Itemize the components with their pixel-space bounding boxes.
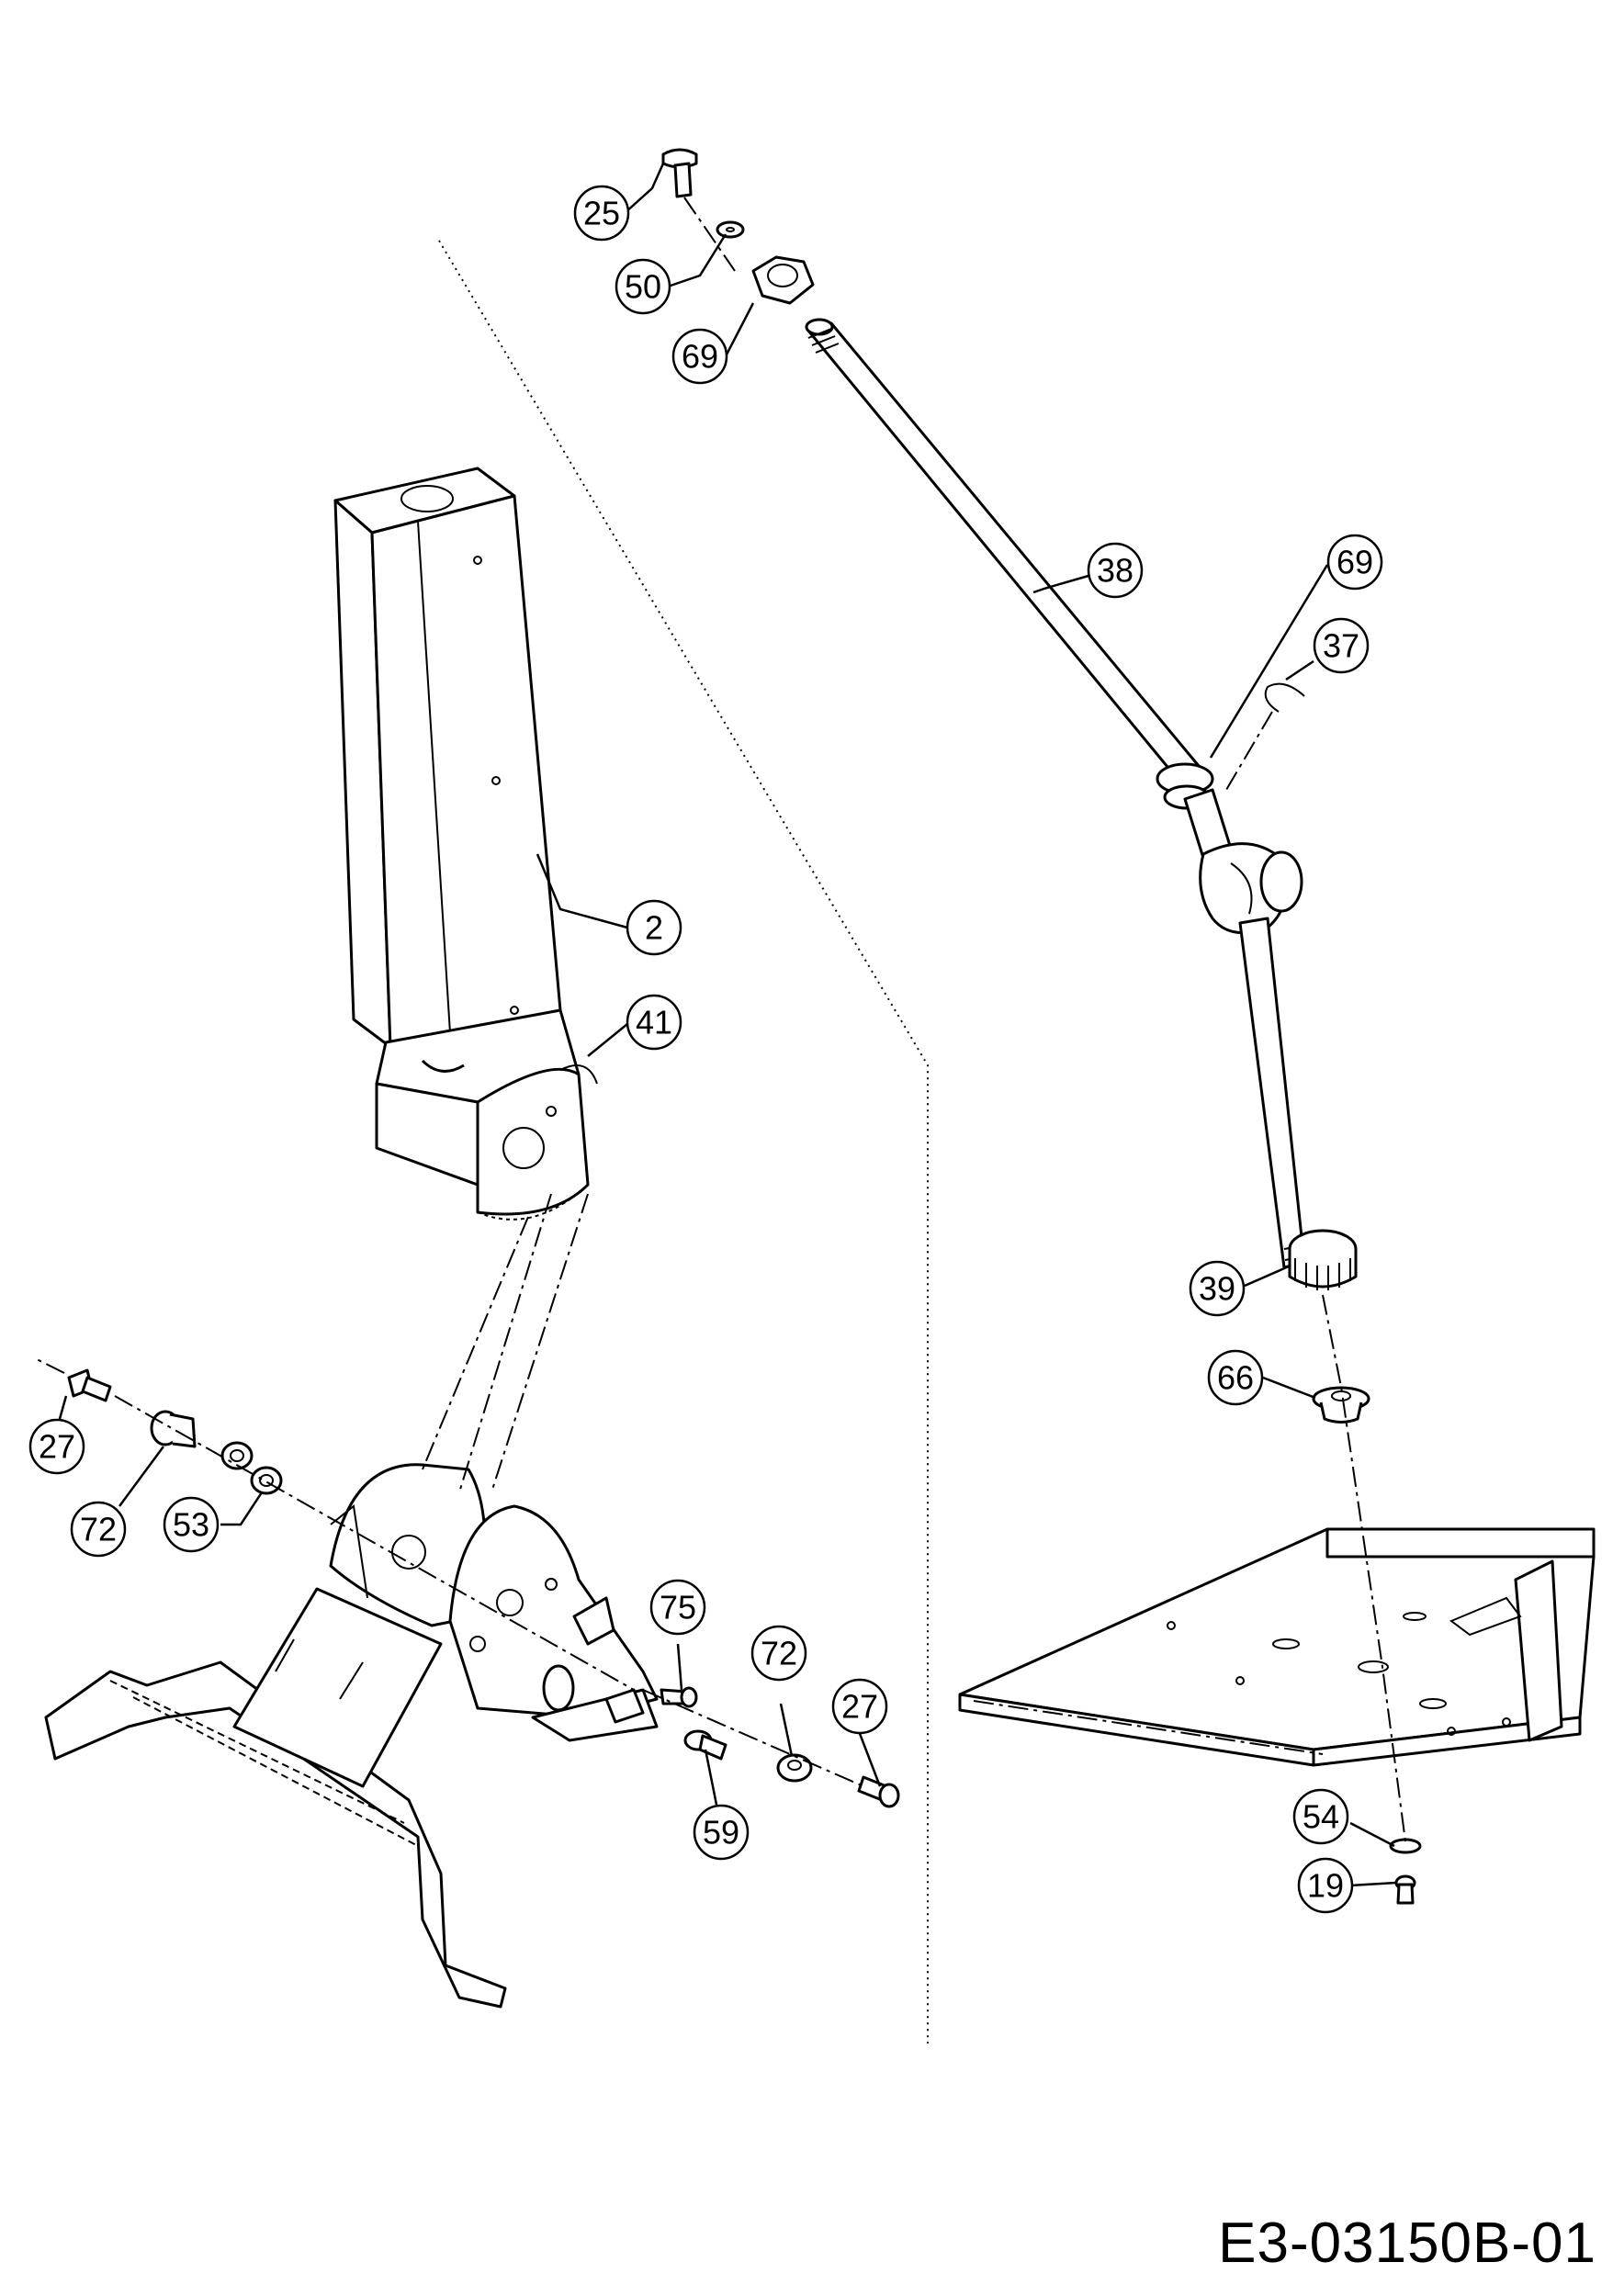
bolt-19 bbox=[1394, 1874, 1416, 1905]
svg-text:27: 27 bbox=[841, 1688, 878, 1726]
callout-50: 50 bbox=[615, 258, 671, 315]
callout-72-right: 72 bbox=[750, 1625, 807, 1682]
spring-clip bbox=[559, 1064, 598, 1085]
callout-38: 38 bbox=[1087, 542, 1144, 599]
washer-50 bbox=[716, 220, 745, 239]
svg-text:59: 59 bbox=[703, 1814, 739, 1851]
bushing-72-left bbox=[150, 1410, 197, 1448]
assembly-centerlines bbox=[36, 197, 1406, 1842]
callout-19: 19 bbox=[1297, 1857, 1354, 1914]
callout-27-left: 27 bbox=[28, 1418, 85, 1475]
bolt-27-left bbox=[67, 1368, 112, 1402]
svg-text:2: 2 bbox=[645, 909, 663, 947]
svg-text:25: 25 bbox=[583, 195, 620, 232]
section-divider bbox=[438, 240, 929, 2043]
callout-25: 25 bbox=[573, 185, 630, 242]
svg-text:75: 75 bbox=[660, 1589, 696, 1626]
callout-59: 59 bbox=[693, 1804, 750, 1861]
pin-75 bbox=[660, 1686, 698, 1708]
callout-39: 39 bbox=[1189, 1260, 1246, 1317]
svg-text:37: 37 bbox=[1323, 627, 1359, 665]
svg-text:41: 41 bbox=[636, 1004, 672, 1041]
svg-text:53: 53 bbox=[173, 1506, 209, 1544]
steering-column-tube bbox=[333, 467, 590, 1221]
drawing-code: E3-03150B-01 bbox=[1218, 2212, 1596, 2275]
callout-72-left: 72 bbox=[70, 1501, 127, 1558]
callout-53: 53 bbox=[163, 1496, 220, 1553]
mounting-plate bbox=[958, 1527, 1596, 1767]
steering-frame bbox=[44, 1463, 659, 2009]
svg-text:19: 19 bbox=[1307, 1867, 1344, 1905]
callout-54: 54 bbox=[1292, 1788, 1349, 1845]
bolt-25 bbox=[661, 148, 698, 198]
svg-text:38: 38 bbox=[1097, 552, 1133, 590]
steering-shaft bbox=[805, 318, 1306, 1269]
svg-text:50: 50 bbox=[625, 268, 661, 306]
callout-69-top: 69 bbox=[671, 328, 728, 385]
callout-66: 66 bbox=[1207, 1349, 1264, 1406]
svg-text:69: 69 bbox=[1336, 544, 1373, 581]
bushing-72-right bbox=[776, 1753, 813, 1783]
callout-69-right: 69 bbox=[1326, 534, 1383, 591]
e-clip-37 bbox=[1264, 682, 1305, 713]
washers-53 bbox=[220, 1441, 283, 1495]
callout-37: 37 bbox=[1313, 617, 1370, 674]
svg-text:27: 27 bbox=[39, 1428, 75, 1466]
callout-27-right: 27 bbox=[831, 1678, 888, 1735]
leader-lines bbox=[58, 163, 1397, 1887]
callout-41: 41 bbox=[626, 994, 682, 1051]
pinion-gear bbox=[1288, 1229, 1358, 1290]
svg-text:66: 66 bbox=[1217, 1359, 1254, 1397]
flange-bushing bbox=[1312, 1386, 1370, 1424]
svg-text:69: 69 bbox=[682, 338, 718, 376]
callout-2: 2 bbox=[626, 899, 682, 956]
hex-nut-69-top bbox=[751, 255, 815, 305]
svg-text:54: 54 bbox=[1303, 1798, 1339, 1836]
svg-text:39: 39 bbox=[1199, 1270, 1235, 1308]
washer-54 bbox=[1389, 1838, 1422, 1854]
svg-text:72: 72 bbox=[761, 1635, 797, 1672]
callout-75: 75 bbox=[649, 1579, 706, 1636]
svg-text:72: 72 bbox=[80, 1511, 117, 1548]
shoulder-bolt-59 bbox=[683, 1729, 727, 1761]
